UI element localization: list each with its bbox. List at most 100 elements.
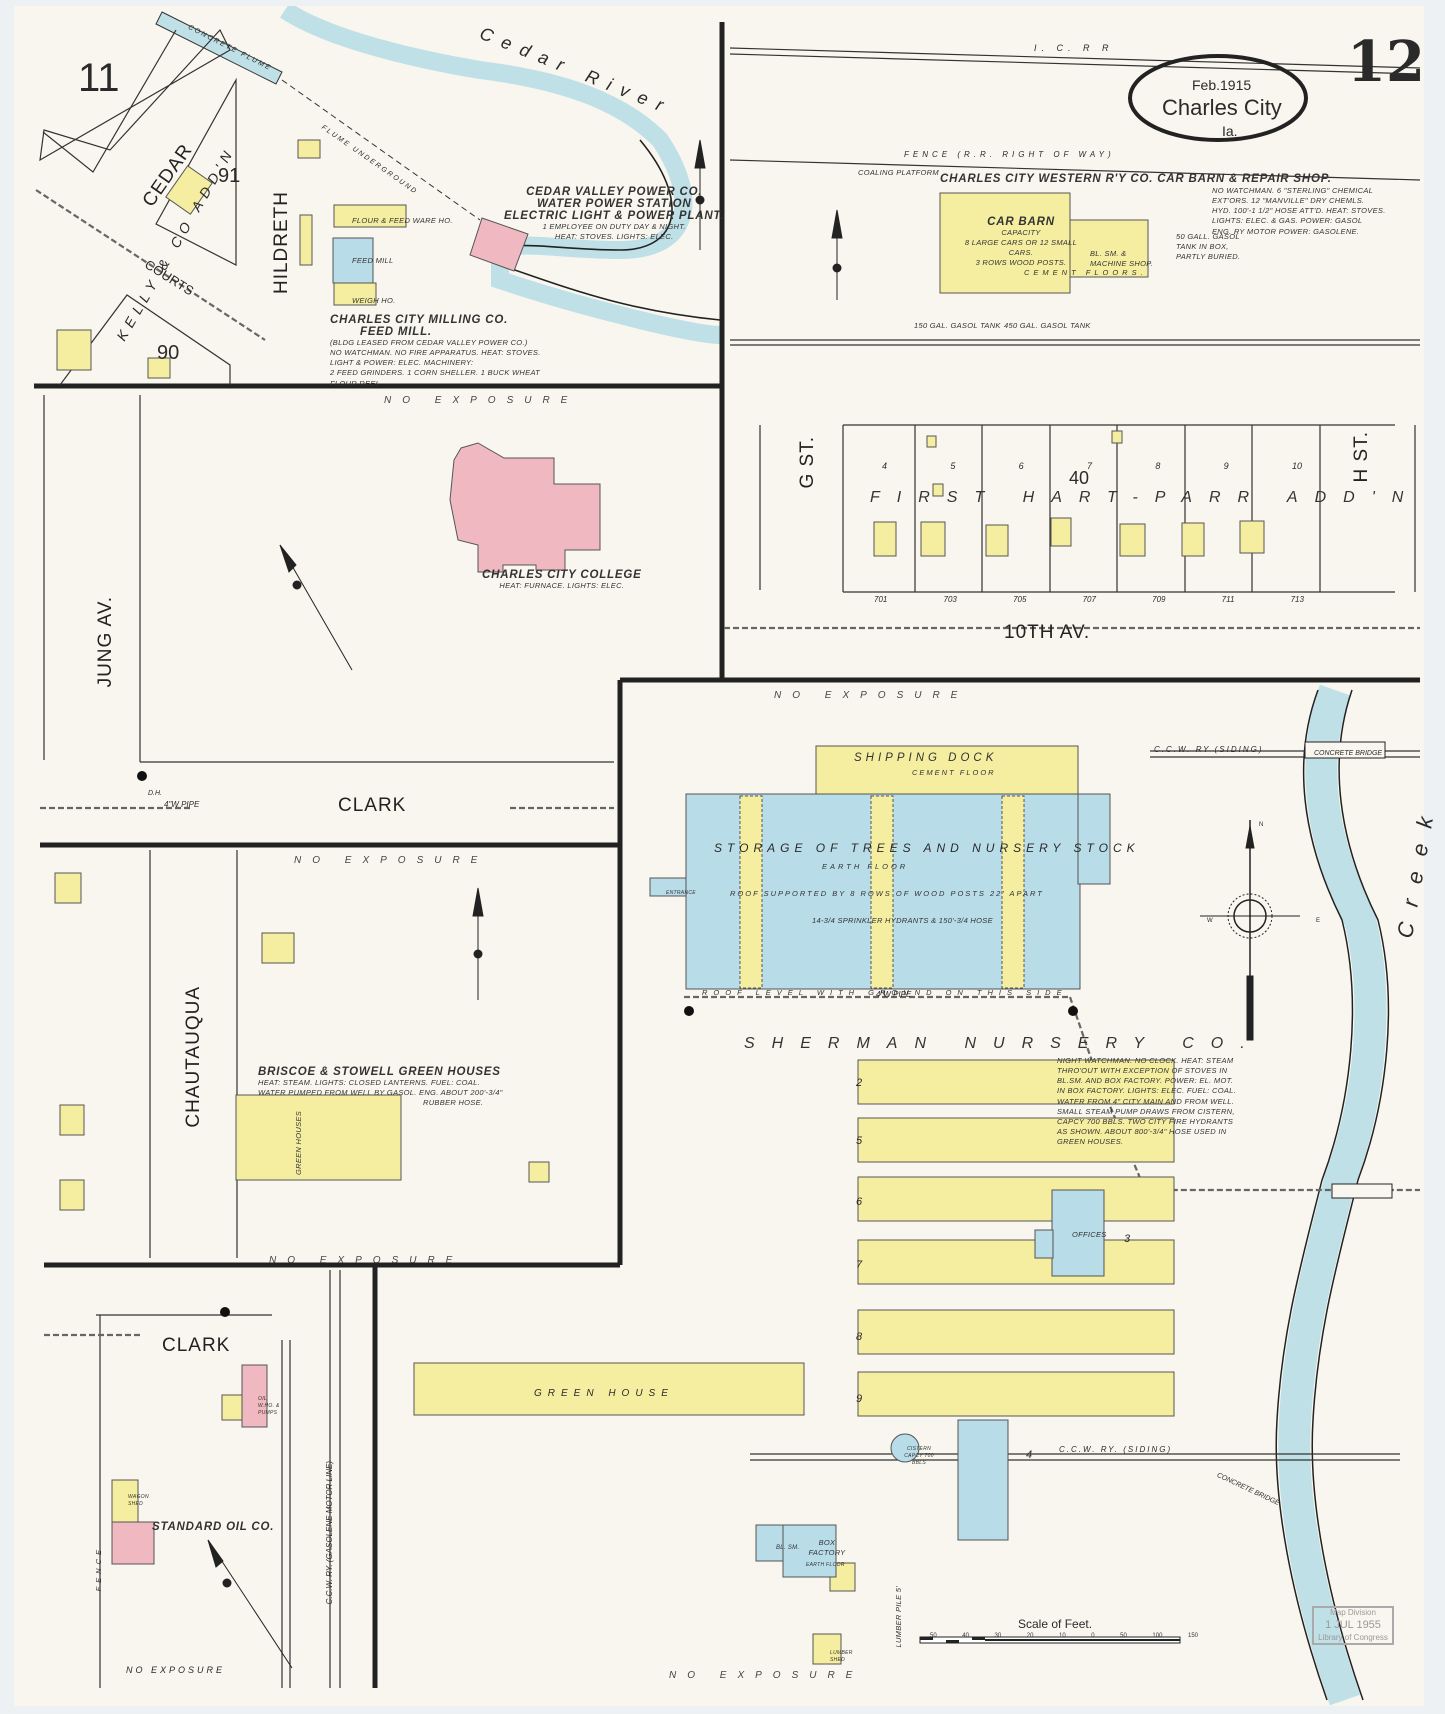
hydrants [137,771,1078,1317]
lot-number: 8 [1155,461,1161,471]
icrr-label: I. C. R R [1034,43,1114,53]
frame-buildings [54,139,1265,1665]
no-exposure-label: NO EXPOSURE [669,1670,864,1681]
street-h-st: H ST. [1351,431,1372,483]
car-barn-heading: CHARLES CITY WESTERN R'Y CO. CAR BARN & … [940,173,1332,185]
street-clark-lower: CLARK [162,1335,231,1356]
house-number: 711 [1221,595,1235,604]
shipping-dock-label: SHIPPING DOCK [854,752,998,764]
fence-row-label: FENCE (R.R. RIGHT OF WAY) [904,150,1115,159]
cedar-river [280,6,721,344]
weigh-ho-label: WEIGH HO. [352,296,396,305]
compass-rose [1200,820,1300,1041]
cartouche-city: Charles City [1162,95,1282,120]
house-number: 709 [1152,595,1166,604]
page-number: 12 [1347,29,1425,95]
storage-label: STORAGE OF TREES AND NURSERY STOCK [714,841,1140,855]
bl-sm-label: BL. SM. [776,1545,800,1551]
lot-number: 10 [1291,461,1302,471]
title-cartouche [1128,54,1308,142]
no-exposure-label: NO EXPOSURE [269,1255,464,1266]
cedar-valley-power-label: CEDAR VALLEY POWER CO. WATER POWER STATI… [504,186,725,242]
greenhouse-row-6: 6 [856,1196,863,1208]
compass-e: E [1316,918,1321,924]
cartouche-state: Ia. [1222,123,1238,139]
lot-number: 4 [882,461,888,471]
college-label: CHARLES CITY COLLEGE HEAT: FURNACE. LIGH… [482,569,642,590]
milling-co-label: CHARLES CITY MILLING CO. FEED MILL. (BLD… [330,314,541,388]
oil-warehouse-label: OIL W.HO. & PUMPS [258,1396,280,1416]
greenhouse-row-7: 7 [856,1259,863,1271]
no-exposure-label: NO EXPOSURE [294,855,489,866]
water-pipe-label: 4"W PIPE [164,800,200,809]
siding-top-label: C.C.W. RY (SIDING) [1154,745,1264,754]
cement-floors-label: CEMENT FLOORS. [1024,268,1147,277]
wagon-shed-label: WAGON SHED [128,1494,149,1507]
creek [1278,684,1387,1706]
house-number: 713 [1290,595,1304,604]
street-hildreth: HILDRETH [271,191,292,295]
greenhouse-row-9: 9 [856,1393,863,1405]
green-house-label: GREEN HOUSE [534,1388,674,1399]
entrance-label: ENTRANCE [666,890,696,896]
brick-buildings [111,217,601,1565]
block-borders [34,22,1420,1688]
car-barn-notes: NO WATCHMAN. 6 "STERLING" CHEMICAL EXT'O… [1212,186,1386,236]
scale-bar [919,1636,1181,1644]
standard-oil-label: STANDARD OIL CO. [152,1521,275,1533]
street-clark-upper: CLARK [338,795,407,816]
map-drawing [34,6,1421,1706]
street-chautauqua: CHAUTAUQUA [183,986,204,1128]
lot-numbers: 4 5 6 7 8 9 10 [882,462,1302,471]
block-90: 90 [157,342,180,364]
adjacent-sheet-number: 11 [78,56,120,100]
house-number: 707 [1082,595,1096,604]
coaling-platform-label: COALING PLATFORM [858,168,939,177]
storage-floor: EARTH FLOOR [822,862,909,871]
street-jung-av: JUNG AV. [95,596,116,688]
hydrant-label: D.H. [148,790,162,797]
gasol-tank-150: 150 GAL. GASOL TANK [914,321,1001,330]
north-arrows [207,139,843,1669]
house-number: 701 [874,595,888,604]
compass-w: W [1207,918,1213,924]
house-number: 703 [943,595,957,604]
box-factory-label: BOX FACTORY [808,1538,846,1558]
first-hart-parr-addition: FIRST HART-PARR ADD'N [870,489,1421,506]
storage-sprinkler: 14-3/4 SPRINKLER HYDRANTS & 150'-3/4 HOS… [812,916,993,925]
greenhouse-row-8: 8 [856,1331,863,1343]
bridge-label-top: CONCRETE BRIDGE [1314,750,1383,757]
no-exposure-label: NO EXPOSURE [774,690,969,701]
fence-label: FENCE [94,1546,103,1592]
house-number: 705 [1013,595,1027,604]
cistern-label: CISTERN CAPCY 700 BBLS [904,1446,934,1466]
block-91: 91 [218,165,241,187]
house-numbers: 701 703 705 707 709 711 713 [874,596,1304,604]
library-stamp: Map Division 1 JUL 1955 Library of Congr… [1312,1606,1394,1646]
lot-number: 6 [1018,461,1024,471]
storage-grade: ROOF LEVEL WITH GROUND ON THIS SIDE [702,988,1068,997]
siding-bottom-label: C.C.W. RY. (SIDING) [1059,1445,1173,1454]
compass-n: N [1259,822,1264,828]
lumber-pile-label: LUMBER PILE 5' [894,1586,903,1648]
water-pipe-label: 4"W PIPE [876,990,912,999]
briscoe-label: BRISCOE & STOWELL GREEN HOUSES HEAT: STE… [258,1066,503,1108]
cartouche-date: Feb.1915 [1192,77,1252,93]
ccw-motor-line-label: C.C.W. RY. (GASOLENE MOTOR LINE) [325,1461,334,1605]
feed-mill-label: FEED MILL [352,256,394,265]
offices-number: 3 [1124,1233,1131,1245]
sherman-notes: NIGHT WATCHMAN. NO CLOCK. HEAT: STEAM TH… [1057,1056,1237,1146]
lot-number: 5 [950,461,956,471]
greenhouse-row-2: 2 [856,1077,863,1089]
street-10th-av: 10TH AV. [1004,622,1091,643]
lot-number: 7 [1086,461,1092,471]
map-sheet: 12 11 Feb.1915 Charles City Ia. Cedar Ri… [14,6,1441,1706]
offices-label: OFFICES [1072,1230,1107,1239]
box-factory-floor: EARTH FLOOR [806,1562,845,1568]
street-g-st: G ST. [797,436,818,489]
machine-shop-label: BL. SM. & MACHINE SHOP. [1090,249,1153,269]
lumber-shed-label: LUMBER SHED [830,1650,853,1663]
flour-feed-label: FLOUR & FEED WARE HO. [352,216,453,225]
greenhouse-row-5: 5 [856,1135,863,1147]
